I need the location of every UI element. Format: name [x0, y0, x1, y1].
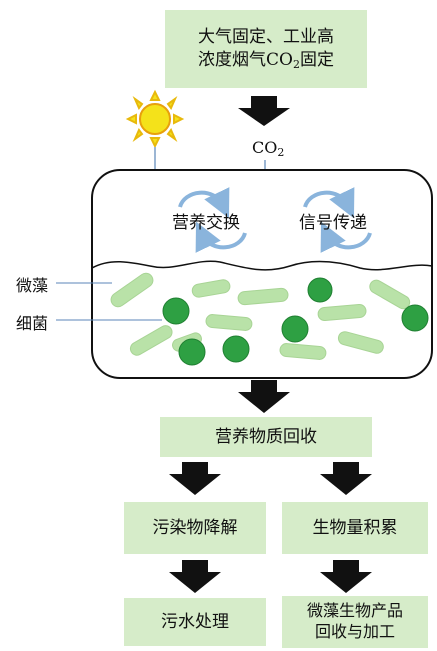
co2-fixation-line2: 浓度烟气CO2固定	[198, 49, 334, 71]
microalgae-products-box: 微藻生物产品 回收与加工	[282, 596, 428, 648]
microalgae-cell	[110, 272, 154, 308]
bacteria-label: 细菌	[16, 314, 49, 333]
bacteria-cells	[162, 277, 429, 366]
bacteria-cell	[222, 335, 250, 363]
microalgae-label: 微藻	[16, 276, 49, 295]
microalgae-cell	[237, 287, 289, 306]
sun-icon	[125, 89, 185, 149]
down-arrow-left-1	[169, 462, 221, 495]
microalgae-cell	[337, 331, 384, 354]
swirl-arrows-nutrient	[178, 187, 247, 253]
down-arrow-reactor	[238, 380, 290, 413]
nutrient-exchange-label: 营养交换	[172, 213, 240, 233]
liquid-surface	[91, 260, 433, 271]
co2-label: CO2	[252, 138, 285, 159]
microalgae-cells	[110, 272, 411, 360]
microalgae-cell	[191, 279, 231, 298]
microalgae-cell	[205, 314, 253, 331]
microalgae-cell	[317, 303, 367, 322]
bacteria-cell	[401, 304, 429, 332]
bacteria-cell	[281, 315, 309, 343]
pollutant-degradation-box: 污染物降解	[124, 502, 266, 554]
bacteria-cell	[178, 338, 206, 366]
wastewater-treatment-box: 污水处理	[124, 598, 266, 646]
microalgae-products-line2: 回收与加工	[314, 622, 395, 641]
co2-fixation-line1: 大气固定、工业高	[198, 26, 334, 47]
biomass-accumulation-box: 生物量积累	[282, 502, 428, 554]
microalgae-products-line1: 微藻生物产品	[306, 601, 403, 621]
reactor-vessel	[91, 169, 433, 379]
down-arrow-left-2	[169, 560, 221, 593]
microalgae-cell	[279, 343, 327, 360]
microalgae-cell	[369, 279, 411, 310]
nutrient-recovery-box: 营养物质回收	[160, 417, 372, 457]
co2-fixation-box: 大气固定、工业高 浓度烟气CO2固定	[165, 10, 367, 88]
bacteria-cell	[307, 277, 333, 303]
down-arrow-right-2	[320, 560, 372, 593]
swirl-arrows-signal	[303, 187, 372, 253]
microalgae-cell	[129, 325, 173, 356]
signal-transfer-label: 信号传递	[299, 213, 367, 233]
bacteria-cell	[162, 297, 190, 325]
down-arrow-right-1	[320, 462, 372, 495]
down-arrow-co2	[238, 96, 290, 126]
